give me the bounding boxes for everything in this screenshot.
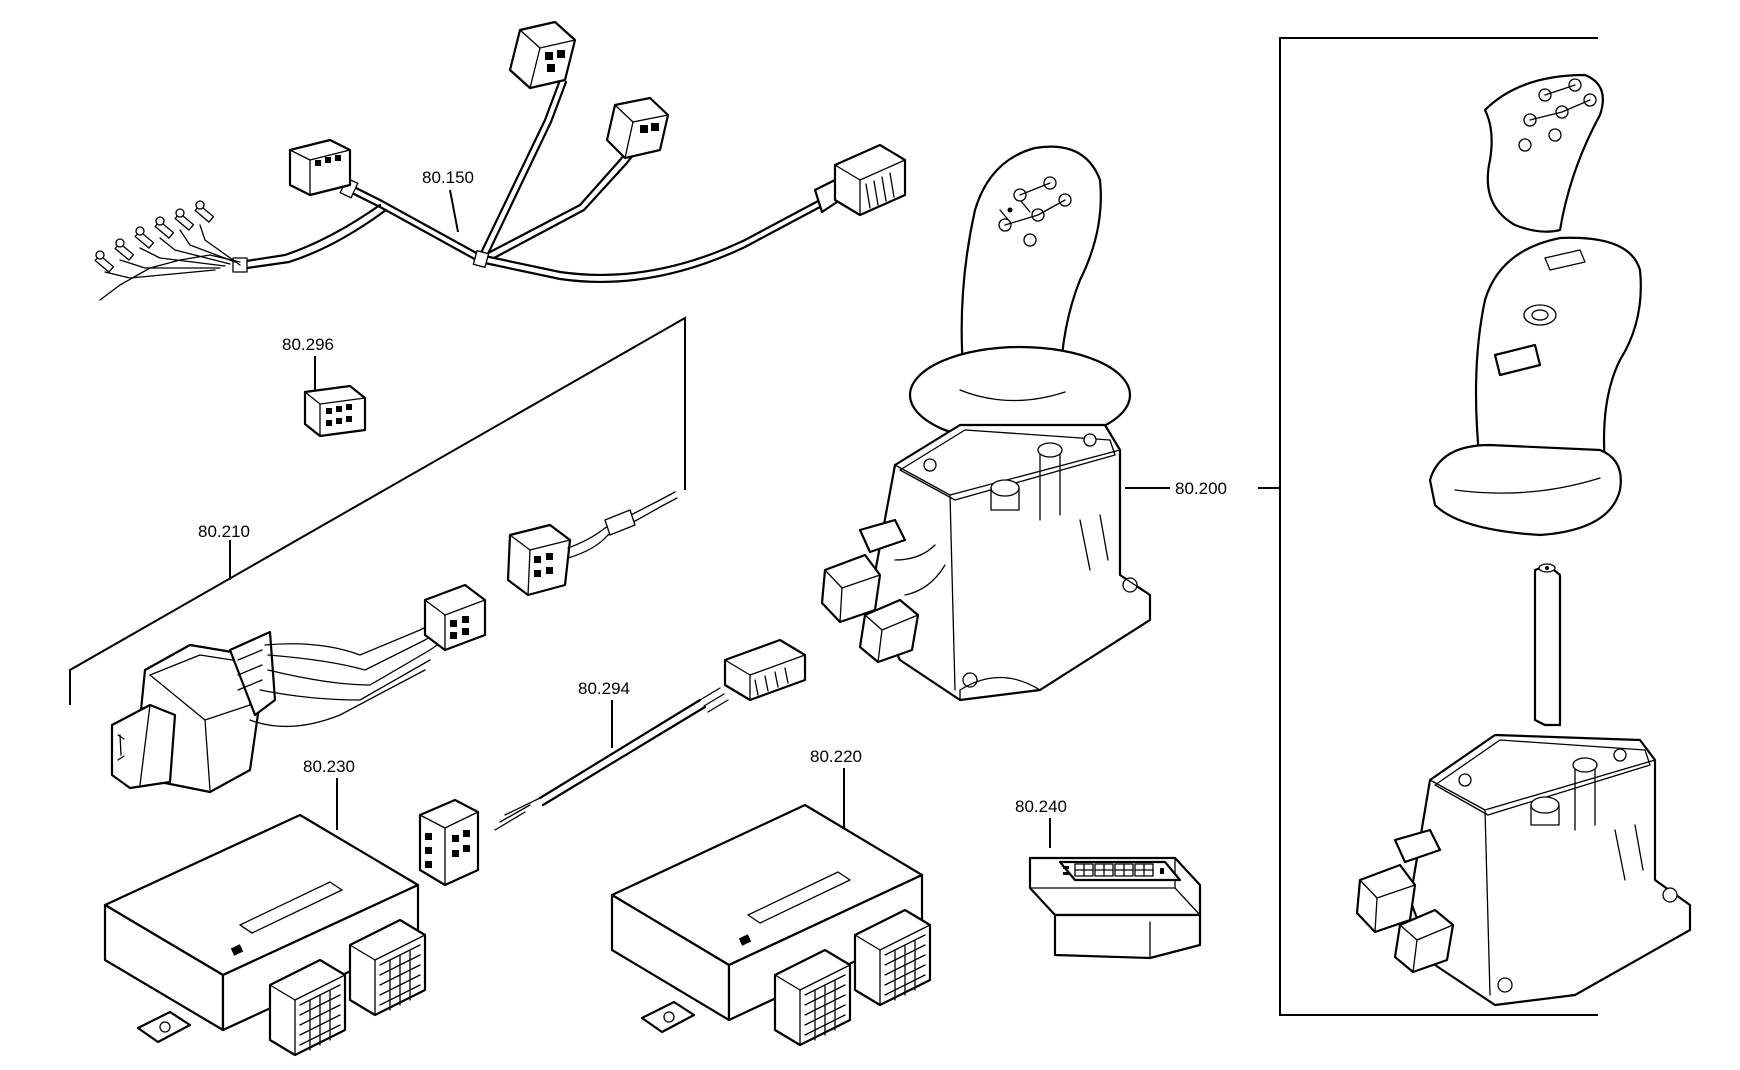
label-80-150: 80.150: [422, 168, 474, 187]
label-80-230: 80.230: [303, 757, 355, 776]
ecu-220-connectors: [773, 908, 932, 1047]
control-unit-80-230: 80.230: [103, 757, 427, 1057]
bracket-80-210: [69, 316, 686, 705]
display-80-240: 80.240: [1015, 797, 1202, 960]
shift-lever-exploded-view: [1279, 37, 1692, 1016]
harness-block-connector: [288, 138, 352, 197]
harness-connector-plug: [813, 143, 907, 217]
harness-connector-a: [508, 20, 577, 90]
cable-80-294: 80.294: [418, 638, 807, 887]
shift-lever-80-200: 80.200: [820, 145, 1280, 702]
connector-80-296: 80.296: [282, 335, 367, 438]
label-80-210: 80.210: [198, 522, 250, 541]
label-80-200: 80.200: [1175, 479, 1227, 498]
ring-terminals: [94, 200, 241, 301]
label-80-220: 80.220: [810, 747, 862, 766]
ecu-230-connectors: [268, 918, 427, 1057]
label-80-296: 80.296: [282, 335, 334, 354]
label-80-294: 80.294: [578, 679, 630, 698]
label-80-240: 80.240: [1015, 797, 1067, 816]
wiring-harness-80-150: 80.150: [94, 20, 907, 301]
bracket-80-200: [1279, 37, 1598, 1016]
leader-80-150: [449, 189, 459, 233]
harness-connector-b: [605, 96, 670, 160]
selector-switch-80-210: 80.210: [69, 316, 686, 794]
control-unit-80-220: 80.220: [610, 747, 932, 1047]
